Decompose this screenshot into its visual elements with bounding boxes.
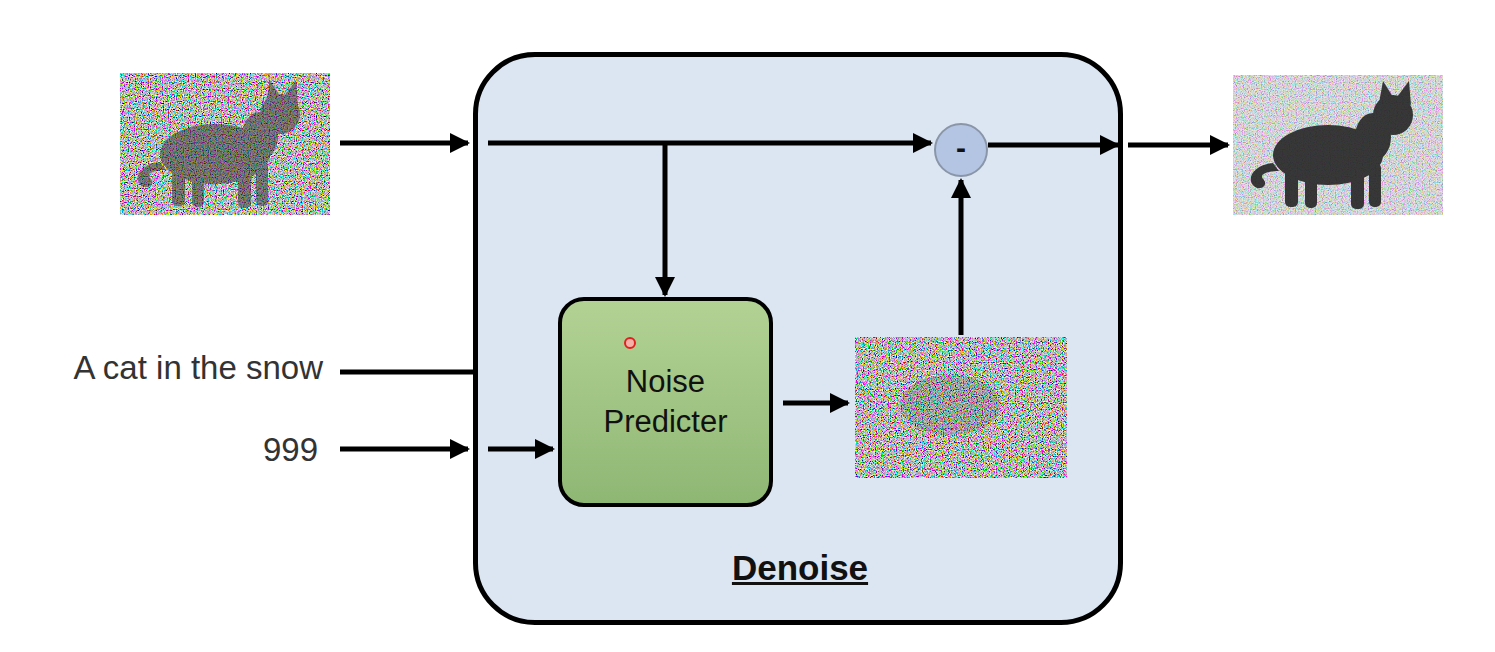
cursor-dot (624, 337, 636, 349)
inner-step-arrow (488, 447, 553, 452)
prompt-text: A cat in the snow (74, 349, 323, 387)
input-arrow (340, 141, 468, 146)
noise-predicter-box: Noise Predicter (558, 297, 773, 507)
minus-circle: - (934, 123, 988, 177)
predict-arrow (783, 401, 848, 406)
output-arrow (1128, 143, 1228, 148)
box-label: Noise Predicter (580, 362, 751, 443)
denoised-cat-image (1233, 75, 1443, 215)
inner-input-arrow (488, 141, 931, 146)
noisy-cat-image (120, 73, 330, 215)
branch-arrow (663, 143, 668, 295)
step-arrow (340, 447, 468, 452)
timestep-number: 999 (263, 431, 318, 469)
block-title: Denoise (732, 548, 868, 588)
operator-symbol: - (956, 133, 966, 163)
predicted-noise-image (855, 337, 1067, 478)
denoise-box: Denoise Noise Predicter - (473, 52, 1123, 625)
noise-to-minus-arrow (959, 180, 964, 335)
minus-out-arrow (988, 143, 1118, 148)
